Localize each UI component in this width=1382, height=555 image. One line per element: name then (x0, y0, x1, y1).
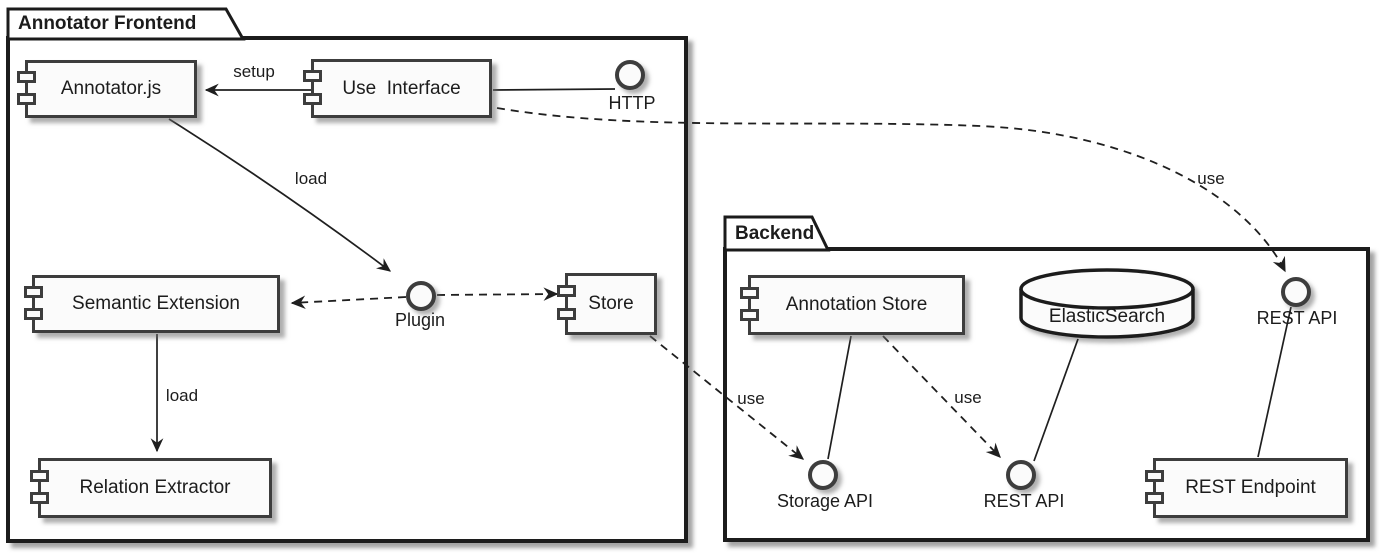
interface-label-plugin: Plugin (394, 310, 446, 330)
component-label: Annotation Store (785, 294, 928, 315)
edge-plugin-store (436, 287, 559, 301)
component-port (17, 71, 36, 84)
component-label: Relation Extractor (79, 477, 231, 498)
edge-label-use-storage: use (737, 389, 765, 408)
component-port (24, 308, 43, 321)
edge-label-use-rest-backend: use (954, 388, 982, 407)
edge-plugin-semantic (290, 295, 407, 310)
component-port (1145, 492, 1164, 505)
edge-restendpoint-restapi (1257, 306, 1292, 458)
component-port (303, 70, 322, 83)
interface-label-rest-api-bottom: REST API (983, 491, 1065, 511)
component-port (1145, 469, 1164, 482)
component-semantic-extension: Semantic Extension (24, 275, 280, 333)
component-annotator-js: Annotator.js (17, 60, 197, 118)
database-elasticsearch-label: ElasticSearch (1048, 306, 1166, 327)
database-elasticsearch-shape (1019, 268, 1195, 339)
edge-label-setup: setup (233, 62, 275, 81)
component-port (303, 92, 322, 105)
interface-circle-rest-api-bottom (1006, 460, 1036, 490)
package-title-backend: Backend (735, 223, 815, 244)
component-rest-endpoint: REST Endpoint (1145, 458, 1348, 518)
edge-elasticsearch-rest (1033, 338, 1079, 462)
edge-label-load-relation: load (165, 386, 199, 405)
component-store: Store (557, 273, 657, 335)
edge-annotationstore-storage (827, 335, 852, 460)
component-port (740, 286, 759, 299)
component-label: REST Endpoint (1185, 477, 1316, 498)
component-annotation-store: Annotation Store (740, 275, 965, 335)
component-relation-extractor: Relation Extractor (30, 458, 272, 518)
component-port (30, 469, 49, 482)
component-label: Semantic Extension (72, 293, 240, 314)
interface-circle-storage-api (808, 460, 838, 490)
component-label: Store (588, 293, 634, 314)
package-title-frontend: Annotator Frontend (18, 13, 197, 34)
edge-label-load-plugin: load (294, 169, 328, 188)
component-port (740, 309, 759, 322)
component-port (557, 308, 576, 321)
component-label: Use Interface (342, 77, 461, 99)
edge-label-use-rest-top: use (1197, 169, 1225, 188)
edge-store-storage (649, 335, 805, 460)
edge-annotationstore-rest (882, 335, 1001, 458)
component-port (24, 286, 43, 299)
component-use-interface: Use Interface (303, 59, 492, 118)
component-port (30, 492, 49, 505)
edge-load-plugin (168, 118, 392, 272)
interface-circle-http (615, 60, 645, 90)
component-label: Annotator.js (60, 78, 162, 99)
interface-circle-rest-api-top (1281, 277, 1311, 307)
component-port (17, 93, 36, 106)
component-port (557, 284, 576, 297)
edge-useinterface-http (492, 88, 616, 91)
interface-label-http: HTTP (608, 93, 656, 113)
interface-label-rest-api-top: REST API (1256, 308, 1338, 328)
interface-circle-plugin (406, 281, 436, 311)
interface-label-storage-api: Storage API (776, 491, 874, 511)
